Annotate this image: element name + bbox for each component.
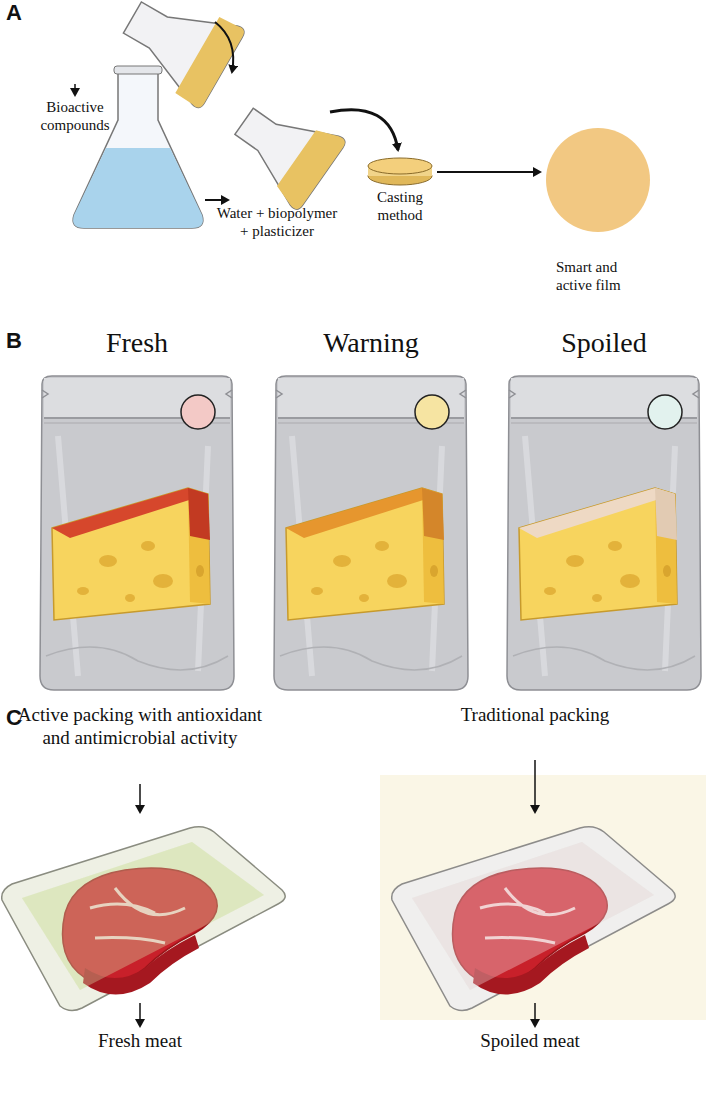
mixture-label: Water + biopolymer + plasticizer [212, 204, 342, 240]
ingredient-label: Bioactive compounds [10, 98, 140, 134]
pointer-arrow [139, 784, 141, 812]
state-title: Fresh [57, 326, 217, 360]
pointer-arrow [534, 1003, 536, 1026]
result-label: Fresh meat [95, 1030, 185, 1053]
pointer-arrow [139, 1003, 141, 1026]
active-tray [2, 827, 285, 1011]
fresh-bag [40, 376, 234, 690]
step-label: Casting method [360, 188, 440, 224]
mixture-flask [220, 86, 398, 211]
spoiled-ground [380, 775, 706, 1020]
panel-letter: B [6, 328, 36, 354]
state-title: Spoiled [524, 326, 684, 360]
traditional-tray [392, 827, 675, 1011]
spoiled-bag [507, 376, 701, 690]
warning-bag [274, 376, 468, 690]
state-title: Warning [291, 326, 451, 360]
result-label: Spoiled meat [475, 1030, 585, 1053]
packing-label: Active packing with antioxidant and anti… [4, 704, 276, 750]
packing-label: Traditional packing [450, 704, 620, 727]
product-label: Smart and active film [556, 258, 646, 294]
smart-film [546, 128, 650, 232]
pouring-flask [75, 0, 246, 110]
pointer-arrow [534, 760, 536, 812]
petri-dish [368, 158, 432, 185]
erlenmeyer-flask [73, 66, 203, 228]
panel-letter: A [6, 0, 36, 26]
